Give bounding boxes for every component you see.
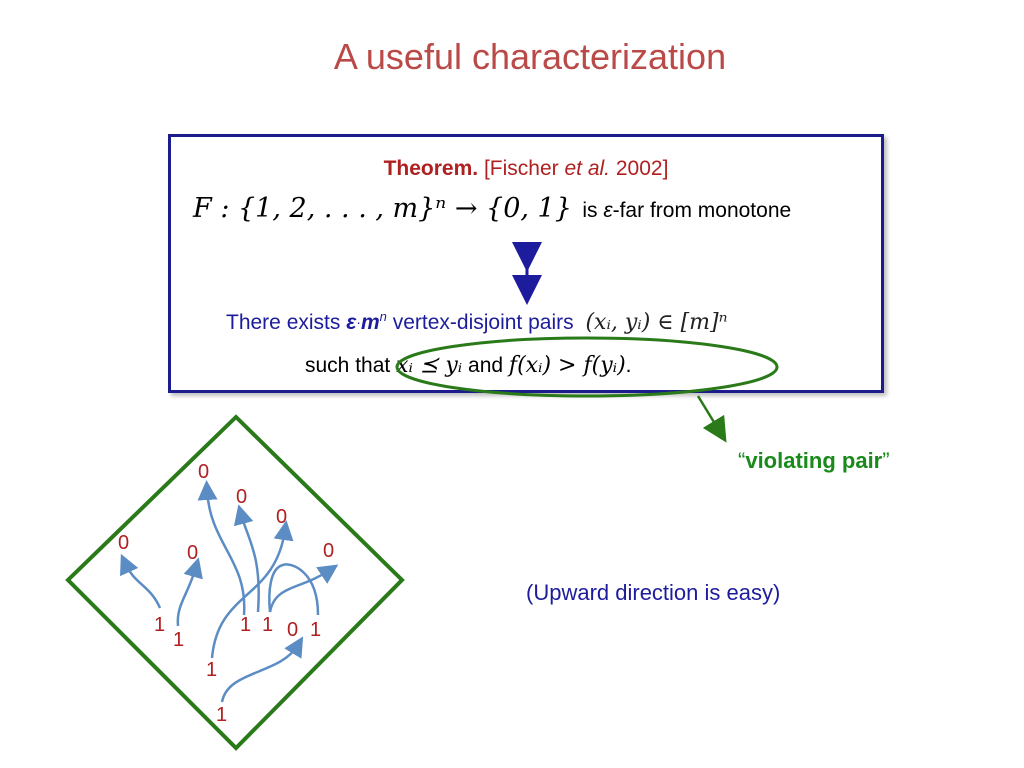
vertex-label-1: 1 — [216, 704, 227, 726]
value-formula: f(xᵢ) > f(yᵢ) — [508, 353, 626, 378]
pair-curve — [176, 557, 203, 627]
pair-curve — [197, 480, 246, 616]
exists-text: There exists — [226, 311, 347, 334]
function-formula: F : {1, 2, . . . , m}ⁿ → {0, 1} — [193, 193, 572, 224]
poset-diamond — [65, 414, 405, 751]
and-text: and — [468, 354, 504, 377]
epsilon-symbol: ε — [346, 311, 357, 334]
pair-curve — [233, 504, 260, 613]
pair-curve — [120, 553, 162, 609]
such-that-line: such that xᵢ ⪯ yᵢ and f(xᵢ) > f(yᵢ). — [305, 353, 632, 378]
violating-pair-ellipse — [395, 336, 779, 398]
theorem-label: Theorem. — [383, 157, 479, 180]
vertex-label-1: 1 — [310, 619, 321, 641]
slide-title: A useful characterization — [333, 36, 727, 77]
pair-curve — [268, 563, 320, 616]
vertex-disjoint-text: vertex-disjoint pairs — [386, 311, 574, 334]
vertex-label-0: 0 — [118, 532, 129, 554]
vertex-label-0: 0 — [236, 486, 247, 508]
citation-close: 2002] — [610, 157, 669, 180]
vertex-label-1: 1 — [206, 659, 217, 681]
citation-etal: et al. — [564, 157, 611, 180]
such-that-text: such that — [305, 354, 391, 377]
vertex-label-0: 0 — [198, 461, 209, 483]
pairs-formula: (xᵢ, yᵢ) ∈ [m]ⁿ — [585, 310, 728, 335]
violating-pair-pointer — [696, 395, 727, 443]
pair-curve — [210, 520, 294, 659]
pair-curve — [220, 636, 304, 703]
upward-direction-note: (Upward direction is easy) — [526, 580, 781, 605]
vertex-label-0: 0 — [287, 619, 298, 641]
pair-curve — [268, 564, 339, 613]
pair-curves — [120, 480, 339, 703]
vertex-label-1: 1 — [262, 614, 273, 636]
vertex-label-0: 0 — [276, 506, 287, 528]
theorem-box: Theorem. [Fischer et al. 2002] F : {1, 2… — [168, 134, 884, 393]
theorem-statement-line: F : {1, 2, . . . , m}ⁿ → {0, 1} is ε-far… — [193, 193, 791, 224]
theorem-heading: Theorem. [Fischer et al. 2002] — [171, 157, 881, 181]
exists-pairs-line: There exists ε·mn vertex-disjoint pairs … — [226, 309, 728, 335]
vertex-label-1: 1 — [173, 629, 184, 651]
m-symbol: m — [360, 311, 380, 334]
far-from-monotone-text: is ε-far from monotone — [582, 199, 792, 222]
vertex-label-0: 0 — [323, 540, 334, 562]
vertex-label-1: 1 — [240, 614, 251, 636]
vertex-label-0: 0 — [187, 542, 198, 564]
vertex-label-1: 1 — [154, 614, 165, 636]
citation-open: [Fischer — [483, 157, 565, 180]
vertex-labels: 0 0 0 0 0 0 1 1 1 1 0 1 1 1 — [118, 461, 334, 726]
violating-pair-label: “violating pair” — [738, 448, 890, 473]
